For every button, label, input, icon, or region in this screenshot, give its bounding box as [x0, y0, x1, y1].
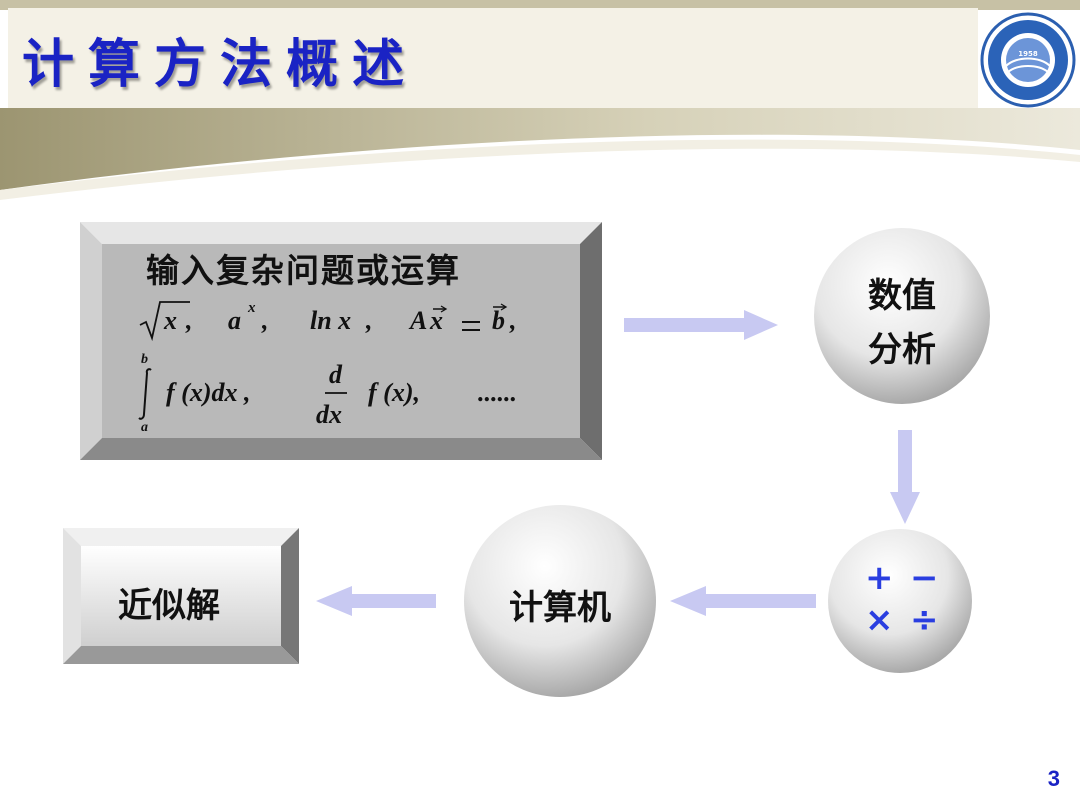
ellipsis: ......: [478, 378, 517, 407]
power-exp: x: [248, 300, 256, 316]
page-number: 3: [1047, 766, 1060, 791]
input-problem-box: [80, 222, 602, 460]
input-box-frame: [80, 222, 602, 460]
title-bar: [8, 8, 978, 108]
numerical-analysis-line2: 分析: [868, 330, 936, 370]
arrow-right-icon: [624, 310, 778, 340]
arrow-left-icon: [316, 586, 436, 616]
header-swoosh: [0, 0, 1080, 200]
result-box-frame: [63, 528, 299, 664]
integral-upper: b: [141, 352, 148, 367]
integrand: f (x)dx ,: [166, 378, 251, 407]
deriv-function: f (x),: [368, 378, 420, 407]
numerical-analysis-line1: 数值: [868, 276, 936, 316]
computer-sphere: [464, 505, 656, 697]
deriv-numerator: d: [329, 360, 342, 389]
divide-icon: ÷: [910, 600, 939, 640]
logo-year: 1958: [1018, 50, 1038, 58]
numerical-analysis-sphere: [814, 228, 990, 404]
sqrt-x: x: [164, 306, 177, 335]
slide-title: 计算方法概述: [22, 34, 419, 95]
ln-x: ln x: [310, 306, 352, 335]
comma: ,: [510, 306, 517, 335]
power-base: a: [228, 306, 241, 335]
computer-label: 计算机: [509, 588, 611, 628]
deriv-denominator: dx: [316, 400, 342, 429]
times-icon: ×: [865, 600, 894, 640]
comma: ,: [186, 306, 193, 335]
arrow-down-icon: [890, 430, 920, 524]
plus-icon: +: [865, 558, 894, 598]
result-label: 近似解: [118, 586, 220, 626]
comma: ,: [366, 306, 373, 335]
vector-b: b: [492, 306, 505, 335]
university-logo: 1958: [980, 12, 1076, 108]
matrix-a: A: [410, 306, 428, 335]
comma: ,: [262, 306, 269, 335]
input-heading: 输入复杂问题或运算: [146, 251, 461, 290]
vector-x: x: [430, 306, 443, 335]
minus-icon: −: [910, 558, 939, 598]
integral-lower: a: [141, 420, 148, 435]
operators-sphere: [828, 529, 972, 673]
arrow-left-icon: [670, 586, 816, 616]
